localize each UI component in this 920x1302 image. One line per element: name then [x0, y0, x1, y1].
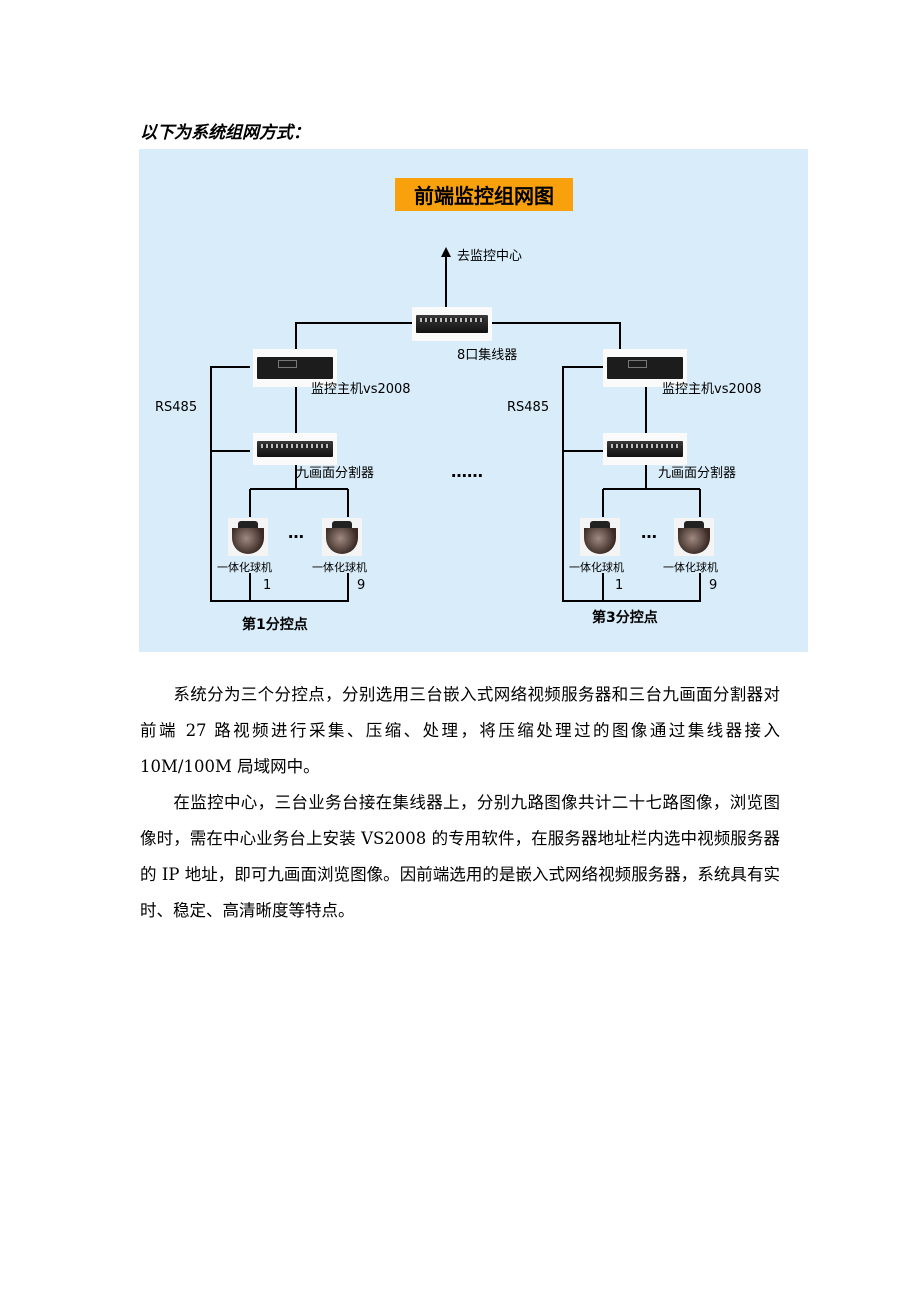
right-site-label: 第3分控点: [592, 610, 658, 626]
right-rs485-label: RS485: [507, 400, 550, 415]
left-camera-first-num: 1: [263, 578, 272, 593]
right-camera-first-num: 1: [615, 578, 624, 593]
left-site-label: 第1分控点: [242, 617, 308, 633]
right-splitter-device-icon: [603, 433, 687, 465]
right-camera-1-icon: [580, 518, 620, 556]
left-rs485-label: RS485: [155, 400, 198, 415]
diagram-title: 前端监控组网图: [395, 178, 573, 211]
right-camera-9-label: 一体化球机: [663, 561, 718, 574]
left-host-device-icon: [253, 349, 337, 387]
right-camera-last-num: 9: [709, 578, 718, 593]
right-splitter-label: 九画面分割器: [658, 466, 737, 481]
right-camera-9-icon: [674, 518, 714, 556]
arrow-up-icon: [441, 247, 451, 257]
left-host-label: 监控主机vs2008: [311, 382, 411, 397]
left-splitter-device-icon: [253, 433, 337, 465]
hub-label: 8口集线器: [457, 348, 518, 363]
uplink-label: 去监控中心: [457, 249, 523, 264]
hub-device-icon: [412, 307, 492, 341]
right-host-device-icon: [603, 349, 687, 387]
paragraph-2-text: 在监控中心，三台业务台接在集线器上，分别九路图像共计二十七路图像，浏览图像时，需…: [140, 793, 780, 920]
left-camera-ellipsis: …: [288, 523, 304, 542]
diagram-lines: [210, 247, 701, 602]
paragraph-1-text: 系统分为三个分控点，分别选用三台嵌入式网络视频服务器和三台九画面分割器对前端 2…: [140, 685, 780, 776]
left-camera-9-icon: [322, 518, 362, 556]
left-splitter-label: 九画面分割器: [296, 466, 375, 481]
middle-ellipsis: ……: [451, 462, 483, 481]
section-heading: 以下为系统组网方式：: [140, 123, 310, 143]
left-camera-1-label: 一体化球机: [217, 561, 272, 574]
left-camera-9-label: 一体化球机: [312, 561, 367, 574]
network-diagram: 前端监控组网图 去监控中心 8口集线器 监控主机vs2008 RS485 九画面…: [139, 149, 808, 652]
right-camera-1-label: 一体化球机: [569, 561, 624, 574]
left-camera-last-num: 9: [357, 578, 366, 593]
right-host-label: 监控主机vs2008: [662, 382, 762, 397]
body-paragraph-2: 在监控中心，三台业务台接在集线器上，分别九路图像共计二十七路图像，浏览图像时，需…: [140, 785, 780, 929]
right-camera-ellipsis: …: [641, 523, 657, 542]
left-camera-1-icon: [228, 518, 268, 556]
body-paragraph-1: 系统分为三个分控点，分别选用三台嵌入式网络视频服务器和三台九画面分割器对前端 2…: [140, 677, 780, 785]
